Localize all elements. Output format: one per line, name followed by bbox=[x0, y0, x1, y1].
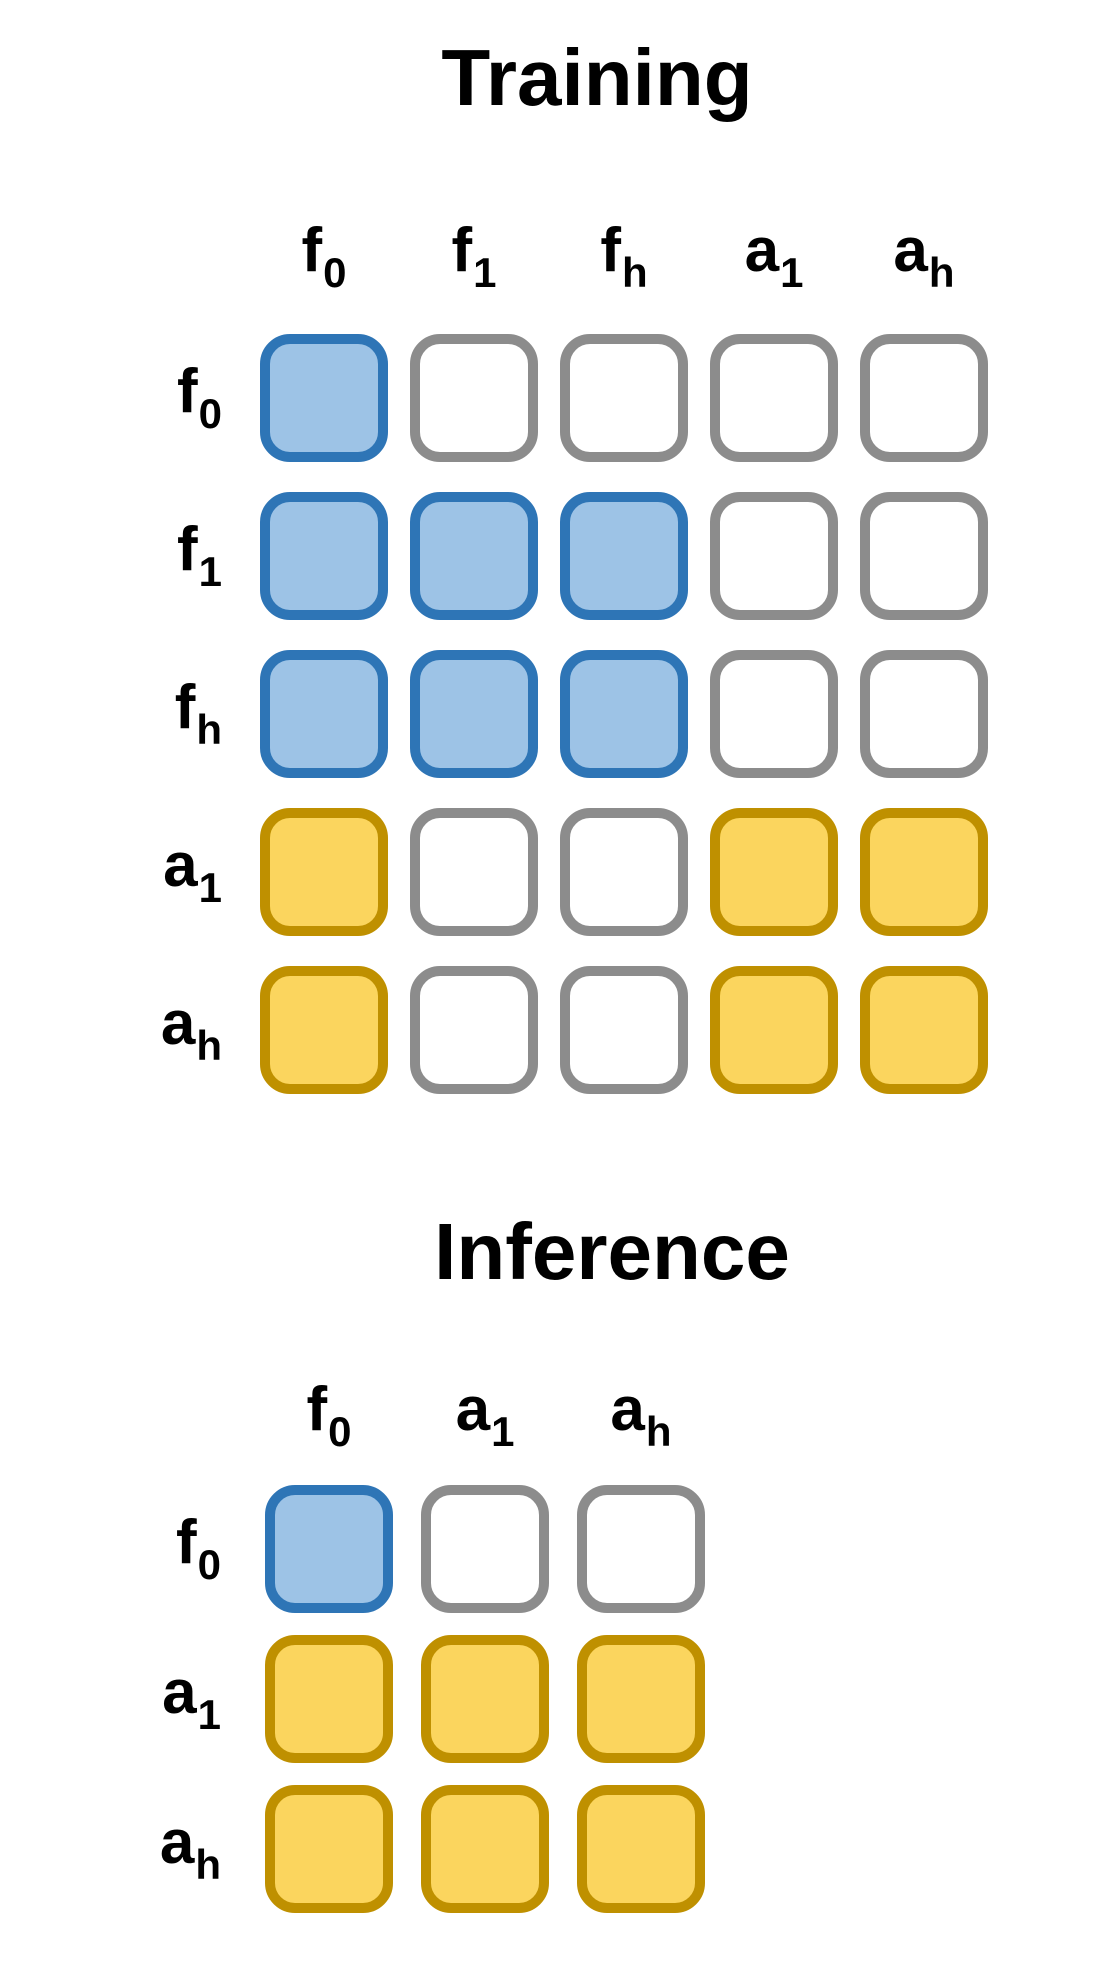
row-header-ah: ah bbox=[160, 989, 222, 1069]
mask-cell-a1-a1 bbox=[710, 808, 838, 936]
col-header-ah: ah bbox=[893, 216, 955, 296]
mask-cell-f0-f0 bbox=[260, 334, 388, 462]
mask-cell-f0-f0 bbox=[265, 1485, 393, 1613]
row-header-f0: f0 bbox=[176, 357, 222, 437]
mask-cell-ah-a1 bbox=[710, 966, 838, 1094]
training-title: Training bbox=[441, 33, 753, 122]
row-header-a1: a1 bbox=[162, 1658, 221, 1738]
row-header-a1: a1 bbox=[163, 831, 222, 911]
mask-cell-ah-a1 bbox=[421, 1785, 549, 1913]
col-header-f0: f0 bbox=[301, 216, 347, 296]
col-header-f1: f1 bbox=[451, 216, 497, 296]
mask-cell-f0-fh bbox=[560, 334, 688, 462]
mask-cell-f1-a1 bbox=[710, 492, 838, 620]
mask-cell-fh-f1 bbox=[410, 650, 538, 778]
mask-cell-f0-ah bbox=[577, 1485, 705, 1613]
matrix-corner-spacer bbox=[127, 1357, 237, 1463]
mask-cell-ah-ah bbox=[577, 1785, 705, 1913]
col-header-ah: ah bbox=[610, 1375, 672, 1455]
mask-cell-a1-ah bbox=[860, 808, 988, 936]
col-header-f0: f0 bbox=[306, 1375, 352, 1455]
mask-cell-a1-a1 bbox=[421, 1635, 549, 1763]
inference-title: Inference bbox=[434, 1207, 790, 1296]
col-header-fh: fh bbox=[600, 216, 648, 296]
mask-cell-a1-f1 bbox=[410, 808, 538, 936]
matrix-corner-spacer bbox=[128, 212, 238, 304]
inference-attention-matrix: f0 a1 ah f0 a1 ah bbox=[127, 1357, 705, 1913]
mask-cell-fh-f0 bbox=[260, 650, 388, 778]
mask-cell-a1-ah bbox=[577, 1635, 705, 1763]
mask-cell-fh-ah bbox=[860, 650, 988, 778]
col-header-a1: a1 bbox=[744, 216, 804, 296]
mask-cell-fh-fh bbox=[560, 650, 688, 778]
row-header-ah: ah bbox=[159, 1808, 221, 1888]
mask-cell-f1-fh bbox=[560, 492, 688, 620]
col-header-a1: a1 bbox=[455, 1375, 515, 1455]
mask-cell-a1-f0 bbox=[260, 808, 388, 936]
mask-cell-ah-f0 bbox=[265, 1785, 393, 1913]
row-header-f0: f0 bbox=[175, 1508, 221, 1588]
mask-cell-fh-a1 bbox=[710, 650, 838, 778]
mask-cell-ah-fh bbox=[560, 966, 688, 1094]
mask-cell-f1-f0 bbox=[260, 492, 388, 620]
mask-cell-f1-ah bbox=[860, 492, 988, 620]
training-attention-matrix: f0 f1 fh a1 ah f0 f1 fh a1 ah bbox=[128, 212, 988, 1094]
mask-cell-f0-a1 bbox=[710, 334, 838, 462]
row-header-fh: fh bbox=[174, 673, 222, 753]
mask-cell-a1-f0 bbox=[265, 1635, 393, 1763]
mask-cell-a1-fh bbox=[560, 808, 688, 936]
mask-cell-f0-ah bbox=[860, 334, 988, 462]
mask-cell-f0-f1 bbox=[410, 334, 538, 462]
row-header-f1: f1 bbox=[176, 515, 222, 595]
mask-cell-f0-a1 bbox=[421, 1485, 549, 1613]
mask-cell-f1-f1 bbox=[410, 492, 538, 620]
mask-cell-ah-f1 bbox=[410, 966, 538, 1094]
mask-cell-ah-f0 bbox=[260, 966, 388, 1094]
mask-cell-ah-ah bbox=[860, 966, 988, 1094]
